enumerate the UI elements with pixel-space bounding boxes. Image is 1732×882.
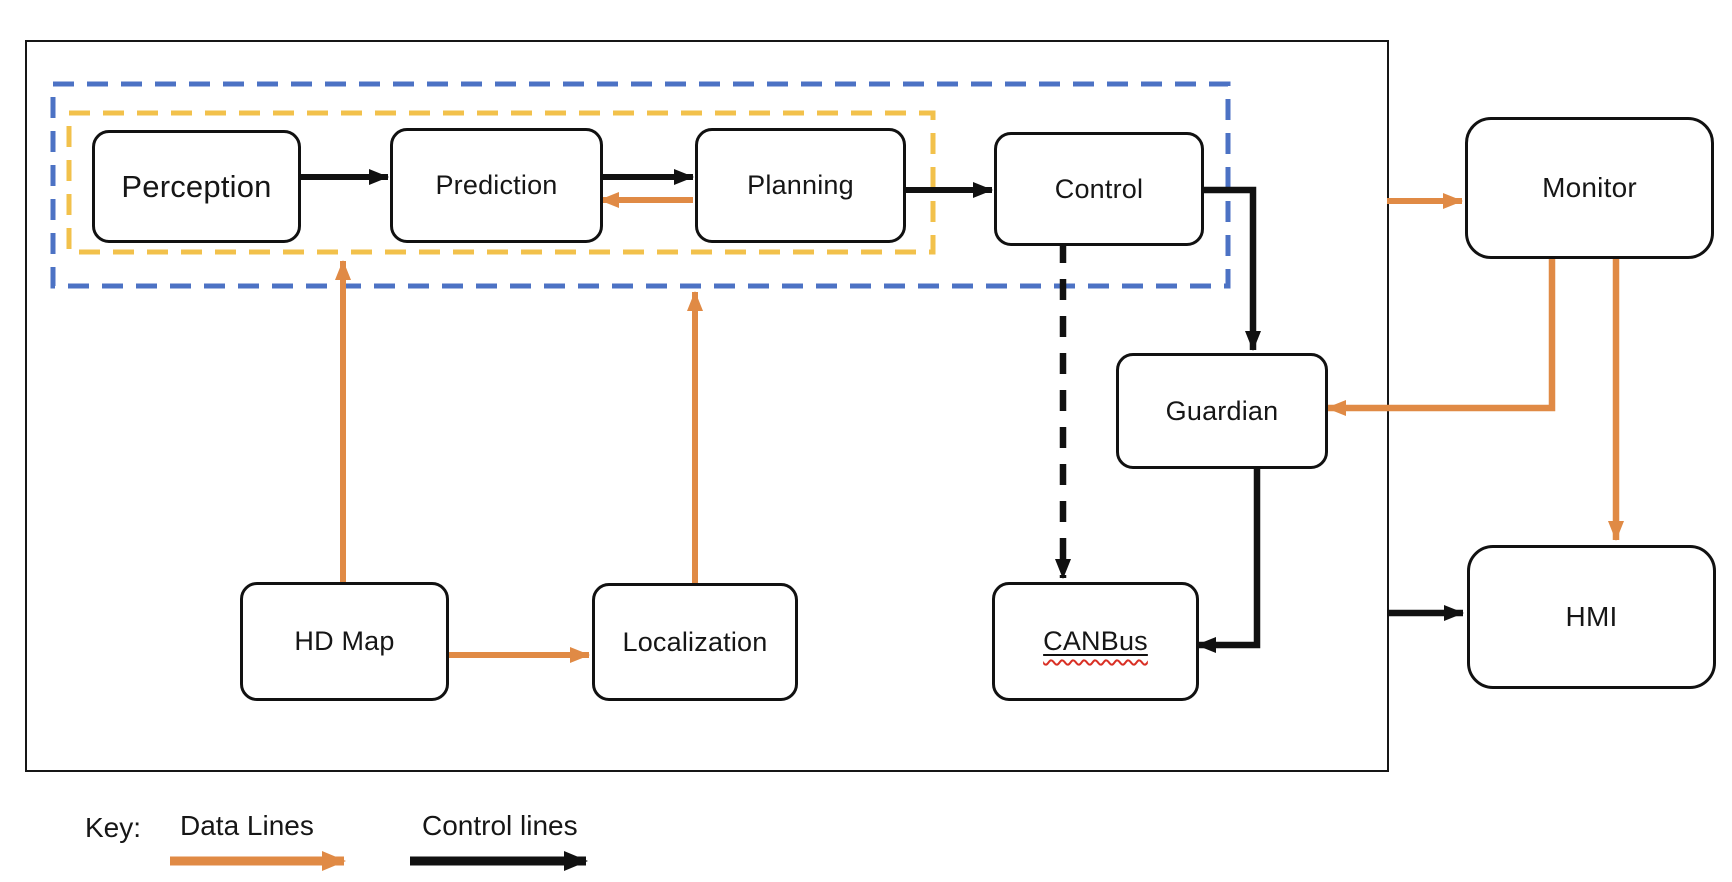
node-prediction: Prediction: [390, 128, 603, 243]
node-monitor-label: Monitor: [1542, 172, 1637, 203]
node-perception-label: Perception: [121, 168, 272, 204]
node-canbus-label: CANBus: [1043, 626, 1148, 656]
edge-guardian-canbus: [1196, 463, 1261, 653]
node-localization: Localization: [592, 583, 798, 701]
edge-monitor-guardian: [1326, 253, 1556, 416]
node-monitor: Monitor: [1465, 117, 1714, 259]
node-guardian: Guardian: [1116, 353, 1328, 469]
node-hdmap: HD Map: [240, 582, 449, 701]
key-data-lines-label: Data Lines: [180, 810, 314, 841]
edge-control-guardian: [1198, 186, 1261, 351]
canbus-spellcheck-underline: CANBus: [1043, 626, 1148, 657]
node-hmi: HMI: [1467, 545, 1716, 689]
node-hmi-label: HMI: [1565, 601, 1618, 632]
node-localization-label: Localization: [622, 626, 768, 657]
node-control: Control: [994, 132, 1204, 246]
node-planning-label: Planning: [747, 170, 854, 200]
node-prediction-label: Prediction: [435, 170, 558, 200]
node-control-label: Control: [1054, 173, 1144, 204]
node-guardian-label: Guardian: [1165, 395, 1279, 426]
key-control-lines-label: Control lines: [422, 810, 578, 841]
node-hdmap-label: HD Map: [294, 626, 395, 656]
node-perception: Perception: [92, 130, 301, 243]
key-title: Key:: [85, 812, 142, 843]
node-canbus: CANBus: [992, 582, 1199, 701]
node-planning: Planning: [695, 128, 906, 243]
yellow-dashed-subsystem-box: [66, 110, 936, 255]
blue-dashed-subsystem-box: [50, 81, 1231, 289]
